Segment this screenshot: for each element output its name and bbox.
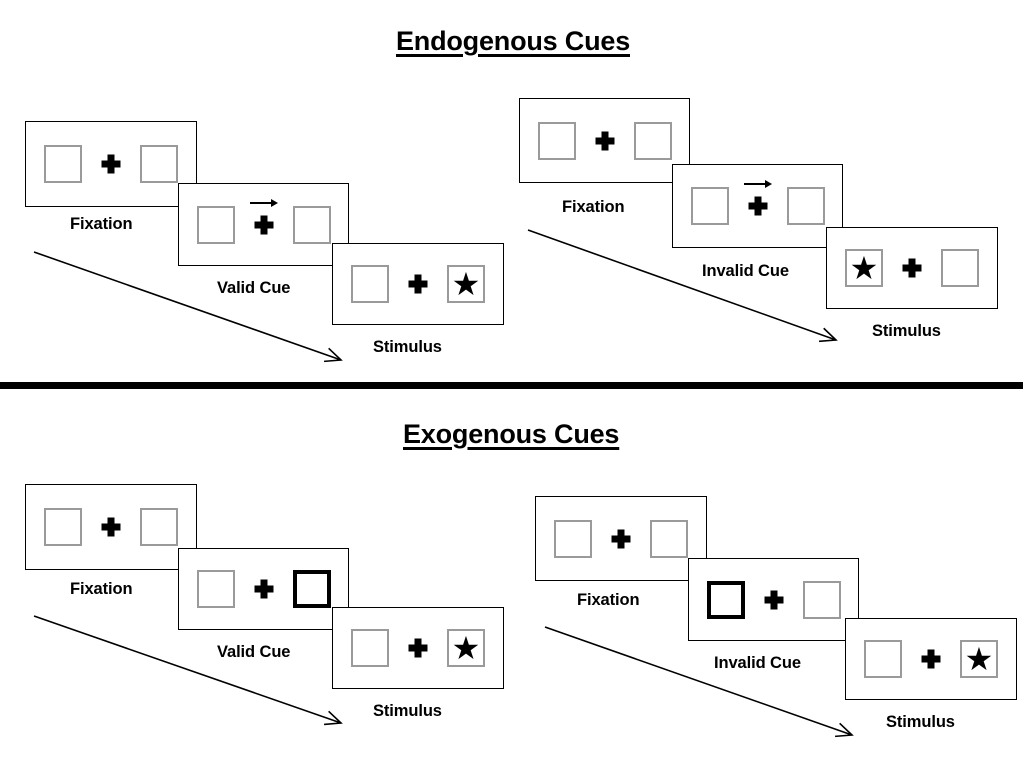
exo-valid-stimulus-center-slot [405, 635, 431, 661]
endo-valid-cue-fixation-plus-icon [254, 215, 273, 234]
endo-valid-stimulus-right-box: ★ [447, 265, 485, 303]
endo-invalid-cue-fixation-plus-icon [748, 196, 767, 216]
exo-valid-stimulus-right-star-icon: ★ [451, 629, 481, 666]
endo-invalid-stimulus-fixation-plus-icon [902, 258, 922, 278]
exo-invalid-cue-display [689, 559, 858, 640]
exo-valid-fixation-frame [25, 484, 197, 570]
endo-valid-stimulus-fixation-plus-icon [408, 274, 428, 294]
exo-invalid-cue-right-box [802, 580, 841, 619]
endo-valid-fixation-center-slot [98, 151, 124, 177]
exo-valid-fixation-fixation-plus-icon [101, 517, 121, 537]
endo-valid-cue-left-box [196, 205, 235, 244]
endo-valid-stimulus-frame: ★ [332, 243, 504, 325]
endo-invalid-fixation-right-box [633, 121, 672, 160]
exo-invalid-fixation-center-slot [608, 526, 634, 552]
exo-valid-stimulus-label: Stimulus [373, 702, 442, 720]
exo-invalid-fixation-fixation-plus-icon [611, 529, 631, 548]
endo-valid-stimulus-left-box [351, 265, 389, 303]
endo-valid-stimulus-center-slot [405, 271, 431, 297]
exo-valid-cue-right-box [292, 570, 331, 608]
endo-valid-cue-label: Valid Cue [217, 279, 291, 297]
endo-valid-fixation-frame [25, 121, 197, 207]
exo-invalid-cue-fixation-plus-icon [764, 590, 783, 609]
exo-valid-cue-fixation-plus-icon [254, 579, 273, 599]
endo-invalid-fixation-frame [519, 98, 690, 183]
endo-invalid-cue-left-box [690, 187, 729, 225]
exo-valid-fixation-label: Fixation [70, 580, 133, 598]
endo-invalid-fixation-display [520, 99, 689, 182]
endo-invalid-cue-right-box [786, 187, 825, 225]
exo-valid-fixation-center-slot [98, 514, 124, 540]
exo-invalid-fixation-right-box [650, 519, 688, 558]
endo-invalid-stimulus-label: Stimulus [872, 322, 941, 340]
exo-valid-stimulus-right-box: ★ [447, 629, 485, 667]
exo-invalid-cue-center-slot [761, 587, 787, 613]
endo-valid-cue-display [179, 184, 348, 265]
endo-valid-fixation-fixation-plus-icon [101, 154, 121, 174]
endo-valid-cue-center-slot [249, 198, 278, 238]
exo-invalid-stimulus-label: Stimulus [886, 713, 955, 731]
exo-valid-stimulus-left-box [351, 629, 389, 667]
exo-valid-stimulus-fixation-plus-icon [408, 638, 428, 658]
endo-invalid-stimulus-center-slot [899, 255, 925, 281]
section-title-exogenous: Exogenous Cues [403, 419, 620, 449]
section-title-endogenous: Endogenous Cues [396, 26, 631, 56]
exo-valid-fixation-left-box [44, 508, 82, 546]
exo-valid-cue-display [179, 549, 348, 629]
exo-invalid-fixation-display [536, 497, 706, 580]
endo-invalid-cue-frame [672, 164, 843, 248]
exo-valid-fixation-display [26, 485, 196, 569]
endo-invalid-stimulus-frame: ★ [826, 227, 998, 309]
exo-valid-cue-label: Valid Cue [217, 643, 291, 661]
endo-invalid-fixation-label: Fixation [562, 198, 625, 216]
section-divider [0, 382, 1023, 389]
endo-invalid-fixation-center-slot [592, 128, 618, 154]
exo-invalid-stimulus-fixation-plus-icon [921, 649, 941, 669]
exo-invalid-stimulus-right-box: ★ [960, 640, 998, 678]
endo-valid-stimulus-label: Stimulus [373, 338, 442, 356]
endo-invalid-stimulus-display: ★ [827, 228, 997, 308]
exo-invalid-stimulus-left-box [864, 640, 902, 678]
exo-valid-cue-center-slot [251, 576, 277, 602]
endo-valid-fixation-right-box [140, 145, 178, 183]
endo-invalid-cue-center-slot [743, 180, 772, 219]
exo-invalid-cue-label: Invalid Cue [714, 654, 801, 672]
endo-valid-cue-right-box [292, 205, 331, 244]
exo-valid-stimulus-display: ★ [333, 608, 503, 688]
exo-valid-cue-left-box [196, 570, 235, 608]
endo-invalid-stimulus-right-box [941, 249, 979, 287]
endo-invalid-fixation-fixation-plus-icon [595, 131, 614, 150]
exo-invalid-fixation-left-box [554, 519, 592, 558]
endo-valid-cue-cue-arrow-right-icon [249, 198, 278, 207]
exo-invalid-stimulus-frame: ★ [845, 618, 1017, 700]
endo-invalid-stimulus-left-box: ★ [845, 249, 883, 287]
exo-invalid-cue-frame [688, 558, 859, 641]
endo-valid-fixation-display [26, 122, 196, 206]
endo-valid-fixation-label: Fixation [70, 215, 133, 233]
endo-invalid-stimulus-left-star-icon: ★ [849, 249, 879, 286]
exo-valid-stimulus-frame: ★ [332, 607, 504, 689]
endo-invalid-cue-label: Invalid Cue [702, 262, 789, 280]
exo-valid-fixation-right-box [140, 508, 178, 546]
exo-invalid-fixation-label: Fixation [577, 591, 640, 609]
endo-valid-stimulus-right-star-icon: ★ [451, 265, 481, 302]
endo-valid-fixation-left-box [44, 145, 82, 183]
endo-invalid-fixation-left-box [537, 121, 576, 160]
endo-valid-stimulus-display: ★ [333, 244, 503, 324]
endo-invalid-cue-cue-arrow-right-icon [743, 180, 772, 188]
endo-invalid-cue-display [673, 165, 842, 247]
exo-invalid-fixation-frame [535, 496, 707, 581]
exo-valid-cue-frame [178, 548, 349, 630]
exo-invalid-stimulus-center-slot [918, 646, 944, 672]
exo-invalid-cue-left-box [706, 580, 745, 619]
exo-invalid-stimulus-display: ★ [846, 619, 1016, 699]
exo-invalid-stimulus-right-star-icon: ★ [964, 640, 994, 677]
endo-valid-cue-frame [178, 183, 349, 266]
